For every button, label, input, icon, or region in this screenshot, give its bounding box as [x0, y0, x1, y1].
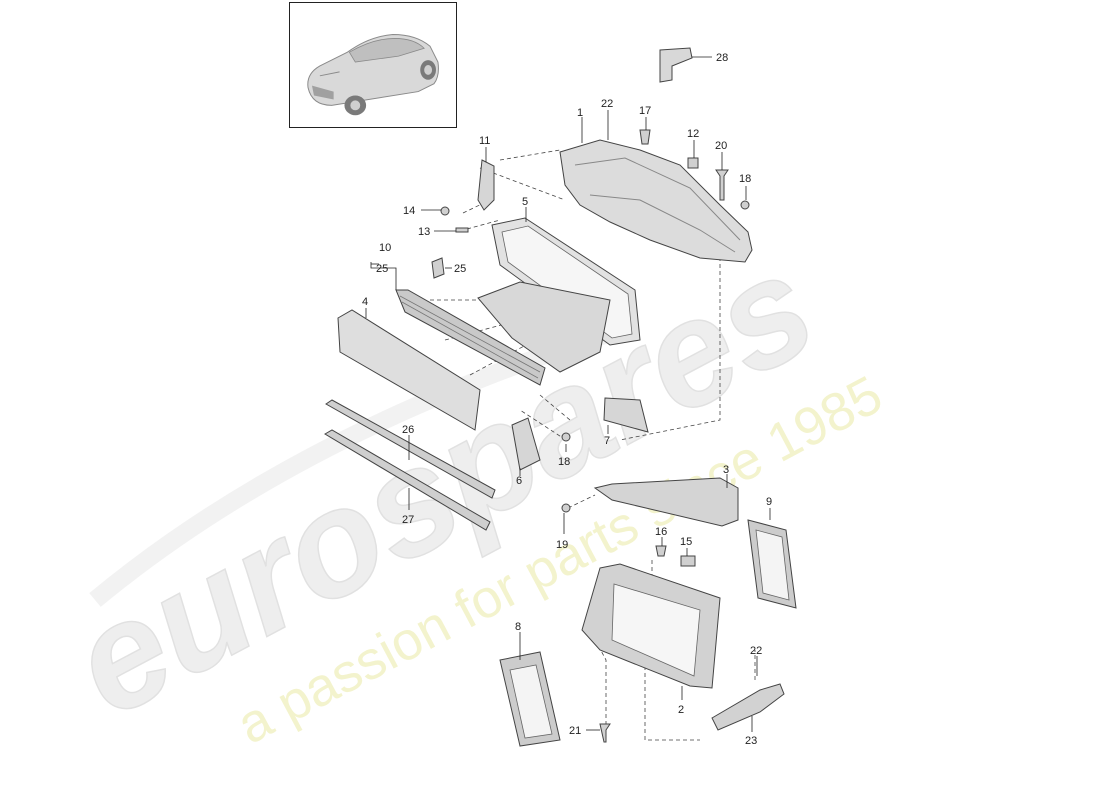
callout-10: 10	[379, 242, 391, 254]
part-12-grommet	[687, 157, 699, 169]
callout-20: 20	[715, 140, 727, 152]
callout-19: 19	[556, 539, 568, 551]
part-14-nut	[440, 206, 450, 216]
callout-5: 5	[522, 196, 528, 208]
callout-8: 8	[515, 621, 521, 633]
callout-22-lower: 22	[750, 645, 762, 657]
callout-7: 7	[604, 435, 610, 447]
callout-28: 28	[716, 52, 728, 64]
callout-11: 11	[479, 135, 490, 147]
callout-14: 14	[403, 205, 415, 217]
callout-6: 6	[516, 475, 522, 487]
callout-25: 25	[376, 263, 388, 275]
callout-25-cover: 25	[454, 263, 466, 275]
leader-lines	[365, 56, 771, 732]
callout-12: 12	[687, 128, 699, 140]
part-13-bolt	[455, 227, 469, 233]
callout-21: 21	[569, 725, 581, 737]
car-icon	[307, 33, 439, 116]
watermark: eurospares a passion for parts since 198…	[45, 219, 891, 755]
part-16-clip	[655, 545, 667, 557]
callout-1: 1	[577, 107, 583, 119]
callout-26: 26	[402, 424, 414, 436]
part-6-air-guide	[511, 417, 541, 471]
callout-labels: 28 1 22 17 12 20 18 11 14 13 5 10 25 25 …	[362, 52, 772, 747]
part-4-air-guide	[337, 309, 481, 431]
callout-22: 22	[601, 98, 613, 110]
callout-4: 4	[362, 296, 368, 308]
part-11-bracket	[477, 159, 495, 211]
callout-18-lower: 18	[558, 456, 570, 468]
part-28-bracket	[659, 47, 693, 83]
part-1-upper-carrier	[559, 139, 753, 263]
callout-13: 13	[418, 226, 430, 238]
part-18-clip-lower	[561, 432, 571, 442]
part-15-clip	[680, 555, 696, 567]
vehicle-thumbnail	[289, 2, 457, 128]
part-19-bolt	[561, 503, 571, 513]
part-26-trim	[325, 399, 496, 499]
callout-27: 27	[402, 514, 414, 526]
part-20-bolt	[715, 169, 729, 201]
part-17-clip	[639, 129, 651, 145]
part-7-air-guide	[603, 397, 649, 433]
callout-15: 15	[680, 536, 692, 548]
callout-17: 17	[639, 105, 651, 117]
callout-9: 9	[766, 496, 772, 508]
callout-2: 2	[678, 704, 684, 716]
central-undertray	[477, 281, 611, 373]
part-27-trim	[324, 429, 491, 531]
callout-16: 16	[655, 526, 667, 538]
callout-18: 18	[739, 173, 751, 185]
part-3-crossmember	[593, 477, 739, 527]
part-18-clip-top	[740, 200, 750, 210]
callout-3: 3	[723, 464, 729, 476]
part-23-bracket	[711, 683, 785, 731]
part-25-cover	[431, 257, 445, 279]
part-21-bolt	[599, 723, 611, 743]
callout-23: 23	[745, 735, 757, 747]
